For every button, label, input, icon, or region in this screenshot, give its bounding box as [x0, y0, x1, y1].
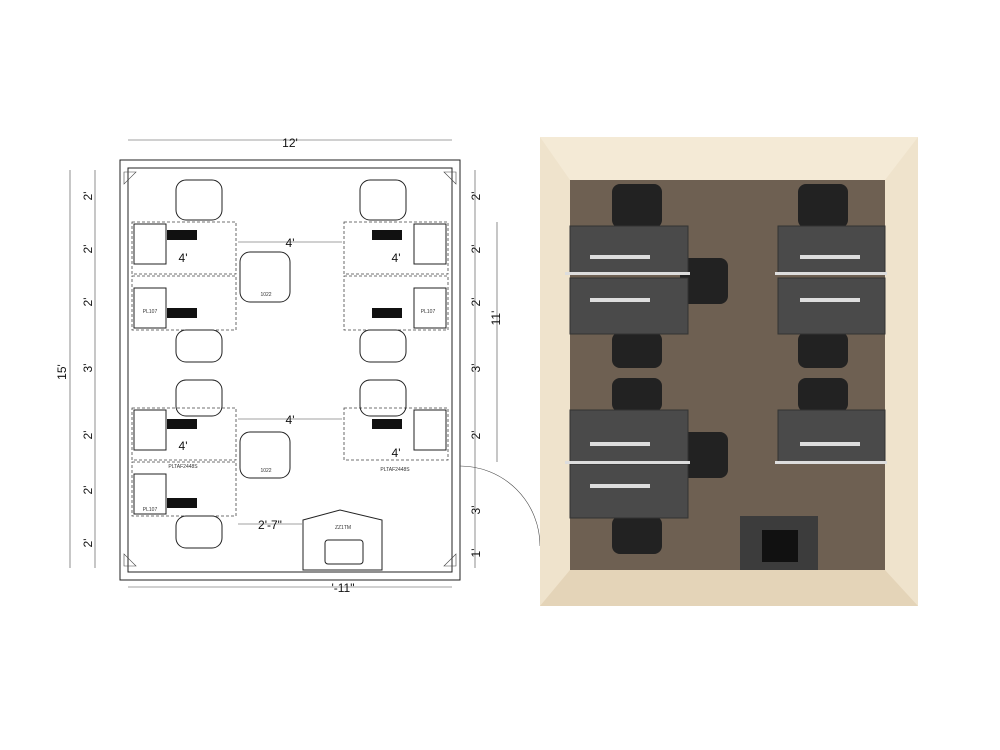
dim-label: 2' — [81, 298, 95, 307]
desk-width-label: 4' — [179, 439, 188, 453]
outer-wall — [119, 159, 461, 581]
pedestal-label: PL107 — [143, 507, 158, 513]
desk-label: PLTAF2448S — [168, 464, 198, 470]
right-dim-labels: 2' 2' 2' 3' 2' 3' 1' — [469, 192, 483, 558]
guest-chair-label: 1022 — [260, 292, 271, 298]
pedestal-label: PL107 — [421, 309, 436, 315]
guest-chair-label: 1022 — [260, 468, 271, 474]
left-dim-labels: 2' 2' 2' 3' 2' 2' 2' — [81, 192, 95, 548]
dim-label: 2' — [469, 431, 483, 440]
desk — [131, 407, 237, 461]
desk — [343, 407, 449, 461]
aisle-dim-label: 4' — [286, 413, 295, 427]
dim-label: 3' — [469, 364, 483, 373]
dim-label: 3' — [469, 506, 483, 515]
guest-chair — [239, 431, 291, 479]
door-swing — [459, 465, 541, 547]
dim-label: 2' — [81, 431, 95, 440]
dim-label: 1' — [469, 549, 483, 558]
room-render — [540, 137, 918, 606]
dim-label: 2' — [81, 486, 95, 495]
desk — [131, 275, 237, 331]
height-label: 15' — [55, 364, 69, 380]
gap-dim-label: 2'-7" — [258, 518, 282, 532]
corner-columns — [123, 171, 457, 567]
desk — [343, 275, 449, 331]
guest-chair — [239, 251, 291, 303]
desk — [343, 221, 449, 275]
dim-label: 2' — [469, 298, 483, 307]
dim-label: 2' — [469, 192, 483, 201]
aisle-dim-label: 4' — [286, 236, 295, 250]
inner-wall — [127, 167, 453, 573]
printer-icon — [762, 530, 798, 562]
desk-width-label: 4' — [179, 251, 188, 265]
right-height-label: 11' — [489, 311, 503, 326]
desk-width-label: 4' — [392, 446, 401, 460]
dim-label: 2' — [469, 245, 483, 254]
dim-label: 3' — [81, 364, 95, 373]
printer-stand — [302, 509, 383, 571]
pedestal-label: PL107 — [143, 309, 158, 315]
dim-label: 2' — [81, 245, 95, 254]
desk-width-label: 4' — [392, 251, 401, 265]
printer-label: ZZ1TM — [335, 525, 351, 531]
workstations — [131, 179, 449, 549]
desk-label: PLTAF2448S — [380, 467, 410, 473]
width-label: 12' — [282, 136, 298, 150]
dim-label: 2' — [81, 539, 95, 548]
bottom-dim-label: '-11" — [331, 581, 354, 595]
desk — [131, 221, 237, 275]
printer-icon — [324, 539, 364, 565]
dim-label: 2' — [81, 192, 95, 201]
